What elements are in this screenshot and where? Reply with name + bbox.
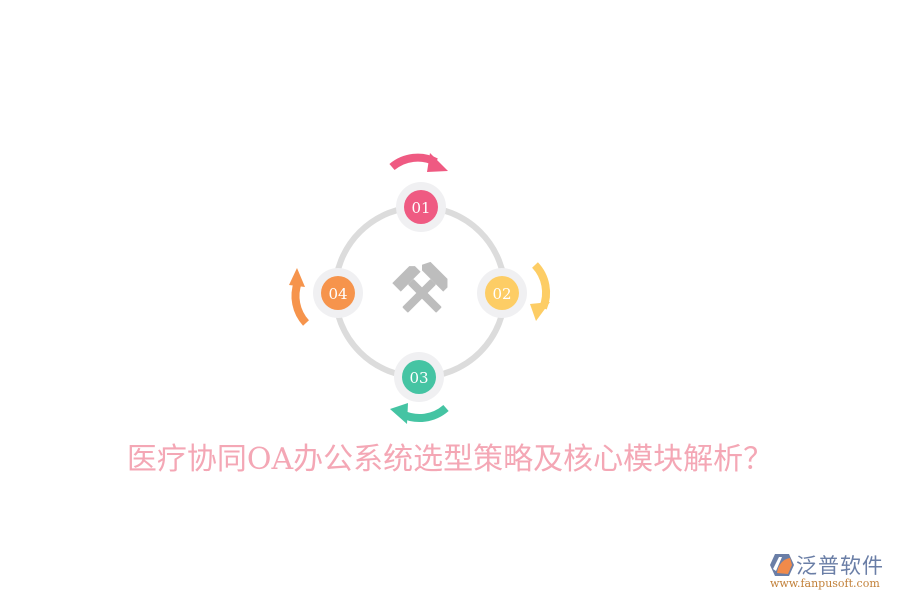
logo-url: www.fanpusoft.com xyxy=(770,577,880,590)
step-04: 04 xyxy=(313,268,363,318)
step-01: 01 xyxy=(396,182,446,232)
crossed-hammers-icon xyxy=(392,261,448,313)
step-02-label: 02 xyxy=(492,285,511,303)
fanpu-logo-icon xyxy=(770,554,794,576)
step-03-label: 03 xyxy=(409,369,428,387)
step-04-dot xyxy=(321,276,355,310)
step-04-label: 04 xyxy=(328,285,347,303)
step-03-dot xyxy=(402,360,436,394)
step-01-dot xyxy=(404,190,438,224)
arrow-03-icon xyxy=(390,403,449,424)
logo-name: 泛普软件 xyxy=(796,554,884,578)
arrow-04-icon xyxy=(289,268,310,326)
step-02: 02 xyxy=(477,268,527,318)
step-02-dot xyxy=(485,276,519,310)
step-01-label: 01 xyxy=(411,199,430,217)
arrow-02-icon xyxy=(530,262,551,321)
brand-logo: 泛普软件 www.fanpusoft.com xyxy=(768,551,892,591)
step-03: 03 xyxy=(394,352,444,402)
page-title: 医疗协同OA办公系统选型策略及核心模块解析？ xyxy=(126,442,774,477)
arrow-01-icon xyxy=(389,153,448,172)
